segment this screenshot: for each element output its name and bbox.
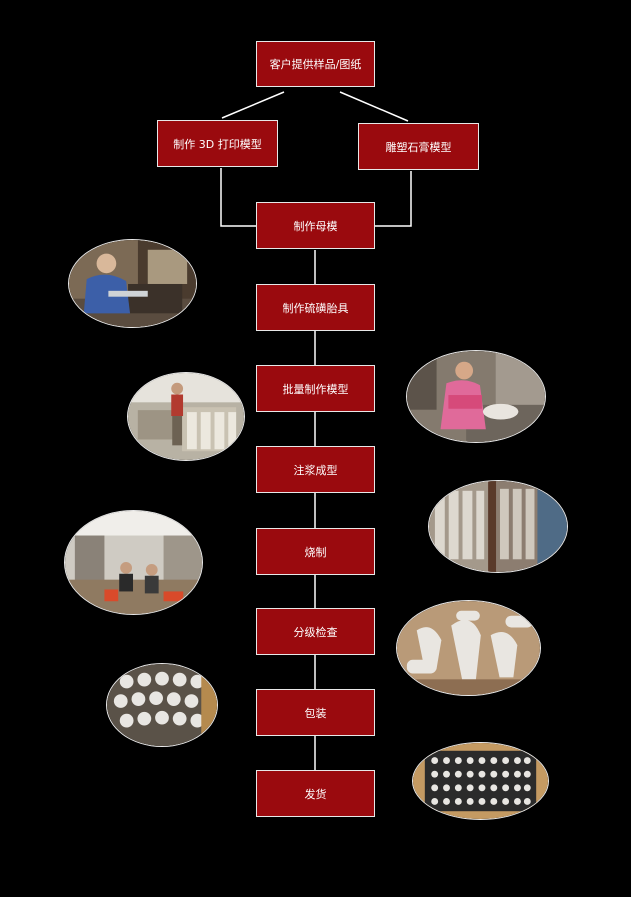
photo-packaging-parts <box>106 663 218 747</box>
photo-batch-molds-left <box>127 372 245 461</box>
step-3d-print-model: 制作 3D 打印模型 <box>157 120 278 167</box>
step-grading-inspection: 分级检查 <box>256 608 375 655</box>
step-firing: 烧制 <box>256 528 375 575</box>
step-master-mold: 制作母模 <box>256 202 375 249</box>
step-sulfur-mold: 制作硫磺胎具 <box>256 284 375 331</box>
photo-kiln-racks <box>428 480 568 573</box>
step-shipping: 发货 <box>256 770 375 817</box>
photo-worker-master-mold <box>68 239 197 328</box>
photo-shipping-boxes <box>412 742 549 820</box>
photo-batch-molds-right <box>406 350 546 443</box>
step-batch-molds: 批量制作模型 <box>256 365 375 412</box>
photo-inspection-parts <box>396 600 541 696</box>
photo-firing-workshop <box>64 510 203 615</box>
step-slip-casting: 注浆成型 <box>256 446 375 493</box>
step-plaster-sculpture: 雕塑石膏模型 <box>358 123 479 170</box>
step-packaging: 包装 <box>256 689 375 736</box>
step-customer-sample: 客户提供样品/图纸 <box>256 41 375 87</box>
